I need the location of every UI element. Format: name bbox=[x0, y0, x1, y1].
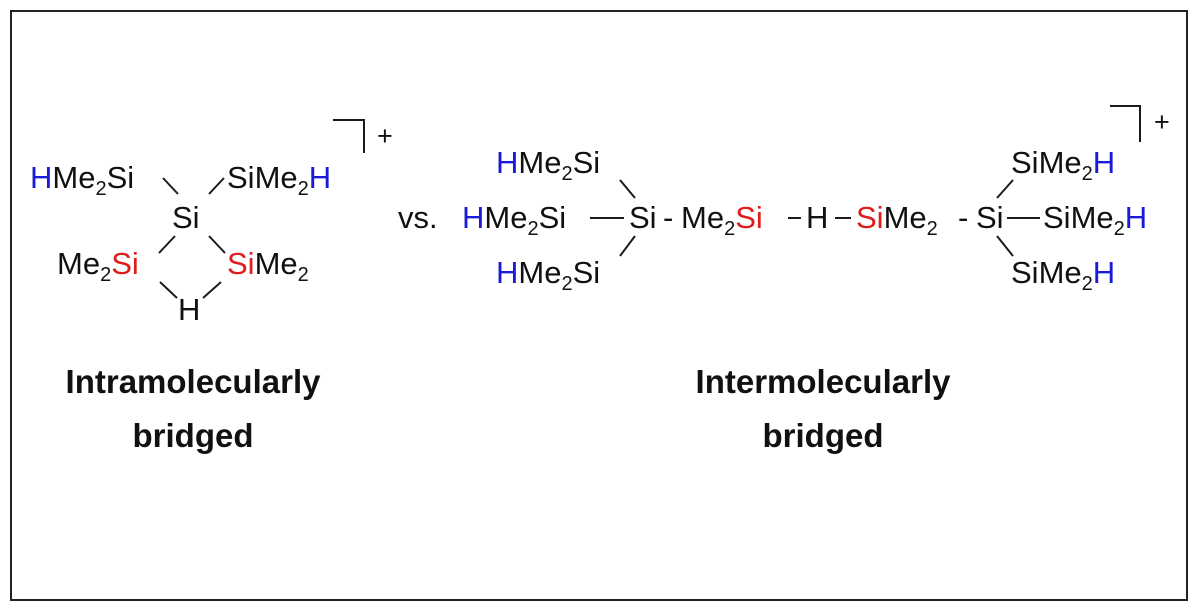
left-caption-line-2: bridged bbox=[133, 417, 254, 454]
right-middle-silyl-2: SiMe2H bbox=[1043, 200, 1147, 240]
bond bbox=[158, 235, 176, 254]
right-upper-silyl-2: SiMe2H bbox=[1011, 145, 1115, 185]
figure-frame bbox=[10, 10, 1188, 601]
left-caption-line-1: Intramolecularly bbox=[66, 363, 322, 400]
bond bbox=[162, 177, 179, 195]
right-chain-dash-1: - bbox=[663, 200, 673, 235]
right-bridging-silicon-2: SiMe2 bbox=[856, 200, 938, 240]
right-lower-silyl-2: SiMe2H bbox=[1011, 255, 1115, 295]
right-lower-silyl-1: HMe2Si bbox=[496, 255, 600, 295]
left-bridging-silicon-1: Me2Si bbox=[57, 246, 139, 286]
right-upper-silyl-1: HMe2Si bbox=[496, 145, 600, 185]
intramolecular-structure: HMe2Si SiMe2H Si Me2Si SiMe2 H + bbox=[30, 119, 393, 327]
left-top-left-silyl: HMe2Si bbox=[30, 160, 134, 200]
right-chain-dash-2: - bbox=[958, 200, 968, 235]
bond bbox=[619, 179, 636, 199]
right-caption-line-1: Intermolecularly bbox=[696, 363, 952, 400]
left-bridging-silicon-2: SiMe2 bbox=[227, 246, 309, 286]
right-charge: + bbox=[1154, 107, 1170, 137]
bond bbox=[996, 179, 1014, 199]
right-central-silicon-2: Si bbox=[976, 200, 1004, 235]
versus-label: vs. bbox=[398, 200, 438, 235]
bond bbox=[619, 235, 636, 257]
right-bracket bbox=[1110, 105, 1141, 142]
left-charge: + bbox=[377, 121, 393, 151]
left-bracket bbox=[333, 119, 365, 153]
bond bbox=[208, 177, 225, 195]
right-caption-line-2: bridged bbox=[763, 417, 884, 454]
right-bridging-hydrogen: H bbox=[806, 200, 828, 235]
right-bridging-silicon-1: Me2Si bbox=[681, 200, 763, 240]
bond bbox=[159, 281, 178, 299]
bond bbox=[208, 235, 226, 254]
bond bbox=[996, 235, 1014, 257]
right-middle-silyl-1: HMe2Si bbox=[462, 200, 566, 240]
bond bbox=[202, 281, 222, 299]
intermolecular-structure: HMe2Si HMe2Si HMe2Si Si - Me2Si H SiMe2 … bbox=[462, 105, 1170, 295]
left-top-right-silyl: SiMe2H bbox=[227, 160, 331, 200]
left-bridging-hydrogen: H bbox=[178, 292, 200, 327]
left-central-silicon: Si bbox=[172, 200, 200, 235]
right-central-silicon-1: Si bbox=[629, 200, 657, 235]
